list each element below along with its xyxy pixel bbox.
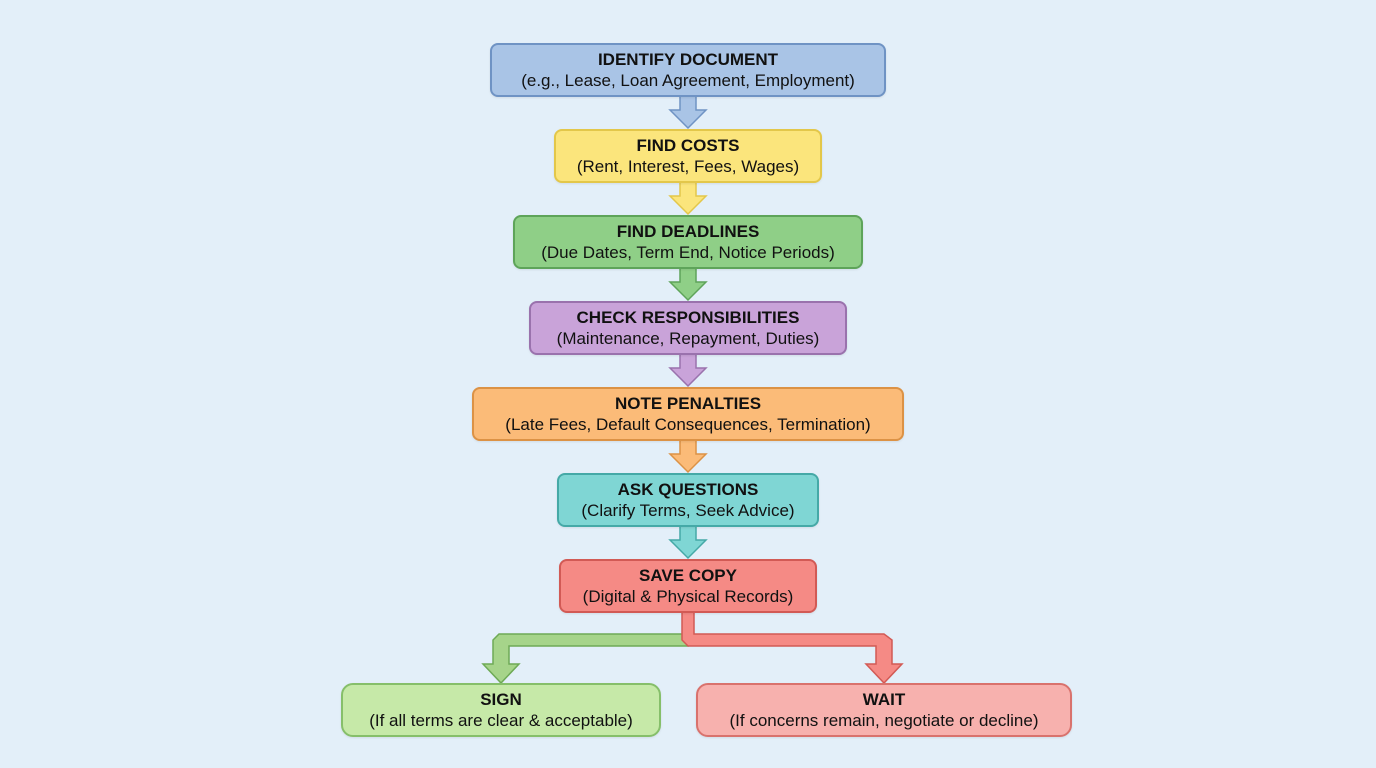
- outcome-wait: WAIT (If concerns remain, negotiate or d…: [696, 683, 1072, 737]
- step-subtitle: (Digital & Physical Records): [582, 586, 794, 606]
- step-title: FIND DEADLINES: [616, 221, 760, 241]
- step-subtitle: (Rent, Interest, Fees, Wages): [576, 156, 800, 176]
- step-check-responsibilities: CHECK RESPONSIBILITIES (Maintenance, Rep…: [529, 301, 847, 355]
- arrow-down-icon: [668, 353, 708, 388]
- step-subtitle: (Due Dates, Term End, Notice Periods): [541, 242, 835, 262]
- step-identify-document: IDENTIFY DOCUMENT (e.g., Lease, Loan Agr…: [490, 43, 886, 97]
- step-ask-questions: ASK QUESTIONS (Clarify Terms, Seek Advic…: [557, 473, 819, 527]
- step-title: FIND COSTS: [636, 135, 740, 155]
- step-title: ASK QUESTIONS: [617, 479, 759, 499]
- step-save-copy: SAVE COPY (Digital & Physical Records): [559, 559, 817, 613]
- step-subtitle: (Clarify Terms, Seek Advice): [581, 500, 795, 520]
- branch-arrow-sign-icon: [481, 633, 689, 685]
- step-title: CHECK RESPONSIBILITIES: [576, 307, 800, 327]
- outcome-subtitle: (If concerns remain, negotiate or declin…: [729, 710, 1039, 730]
- step-subtitle: (Maintenance, Repayment, Duties): [556, 328, 820, 348]
- outcome-subtitle: (If all terms are clear & acceptable): [369, 710, 633, 730]
- outcome-sign: SIGN (If all terms are clear & acceptabl…: [341, 683, 661, 737]
- step-find-deadlines: FIND DEADLINES (Due Dates, Term End, Not…: [513, 215, 863, 269]
- step-find-costs: FIND COSTS (Rent, Interest, Fees, Wages): [554, 129, 822, 183]
- arrow-down-icon: [668, 95, 708, 130]
- step-subtitle: (e.g., Lease, Loan Agreement, Employment…: [521, 70, 855, 90]
- outcome-title: WAIT: [862, 689, 906, 709]
- branch-arrow-wait-icon: [681, 611, 904, 685]
- step-title: IDENTIFY DOCUMENT: [597, 49, 779, 69]
- arrow-down-icon: [668, 267, 708, 302]
- arrow-down-icon: [668, 181, 708, 216]
- outcome-title: SIGN: [480, 689, 522, 709]
- step-note-penalties: NOTE PENALTIES (Late Fees, Default Conse…: [472, 387, 904, 441]
- step-title: NOTE PENALTIES: [614, 393, 762, 413]
- step-title: SAVE COPY: [639, 565, 737, 585]
- arrow-down-icon: [668, 439, 708, 474]
- arrow-down-icon: [668, 525, 708, 560]
- step-subtitle: (Late Fees, Default Consequences, Termin…: [505, 414, 871, 434]
